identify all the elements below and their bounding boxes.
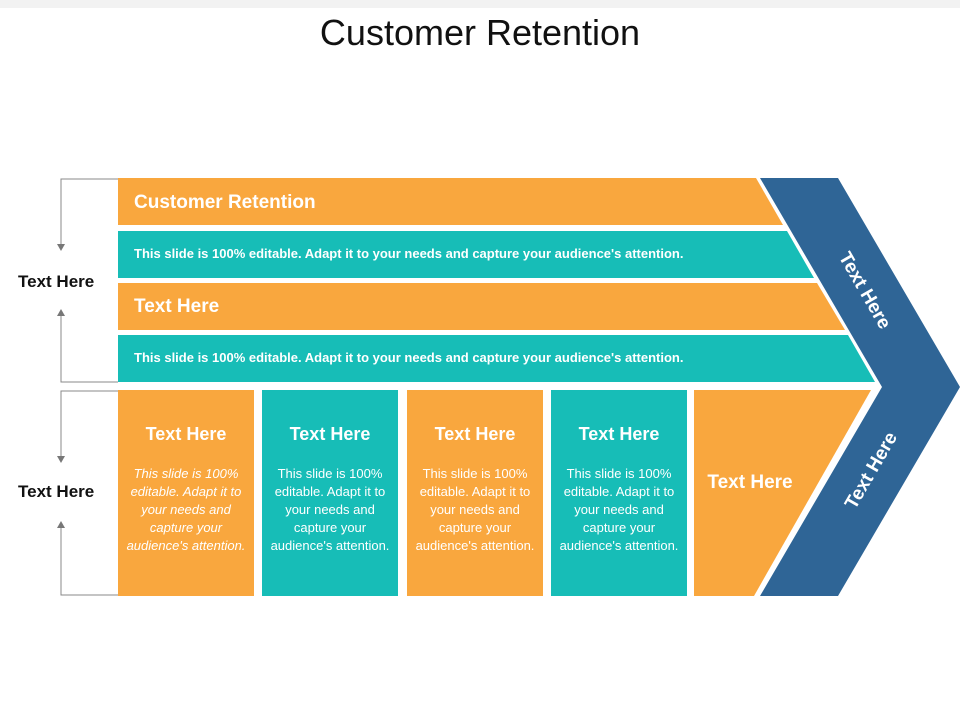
card-1-shape [118,390,254,596]
card-1-text: This slide is 100% editable. Adapt it to… [126,466,246,553]
card-2: Text Here This slide is 100% editable. A… [262,390,398,596]
side-label-top: Text Here [18,272,95,291]
band-2-shape [118,231,814,278]
band-4-shape [118,335,875,382]
chevron-shape [760,178,960,596]
card-1-title: Text Here [145,424,227,444]
card-2-title: Text Here [289,424,371,444]
page-title: Customer Retention [319,12,641,53]
card-4-title: Text Here [578,424,660,444]
bracket-bottom [60,390,118,596]
card-3-text: This slide is 100% editable. Adapt it to… [415,466,535,553]
card-4: Text Here This slide is 100% editable. A… [551,390,687,596]
arrow-up-icon [57,309,65,316]
card-3-title: Text Here [434,424,516,444]
trapezoid-shape [694,390,871,596]
arrow-down-icon [57,244,65,251]
card-4-text: This slide is 100% editable. Adapt it to… [559,466,679,553]
band-3-shape [118,283,845,330]
card-2-text: This slide is 100% editable. Adapt it to… [270,466,390,553]
card-2-shape [262,390,398,596]
bracket-top [60,178,118,383]
arrow-up-icon [57,521,65,528]
card-3: Text Here This slide is 100% editable. A… [407,390,543,596]
band-1-shape [118,178,783,225]
card-1: Text Here This slide is 100% editable. A… [118,390,254,596]
side-label-bottom: Text Here [18,482,95,501]
arrow-down-icon [57,456,65,463]
card-4-shape [551,390,687,596]
trapezoid-label: Text Here [707,472,793,493]
band-2-description: This slide is 100% editable. Adapt it to… [134,246,684,261]
card-3-shape [407,390,543,596]
top-strip [0,0,960,8]
band-3-label: Text Here [134,296,220,317]
band-1-label: Customer Retention [134,192,316,213]
band-4-description: This slide is 100% editable. Adapt it to… [134,350,684,365]
